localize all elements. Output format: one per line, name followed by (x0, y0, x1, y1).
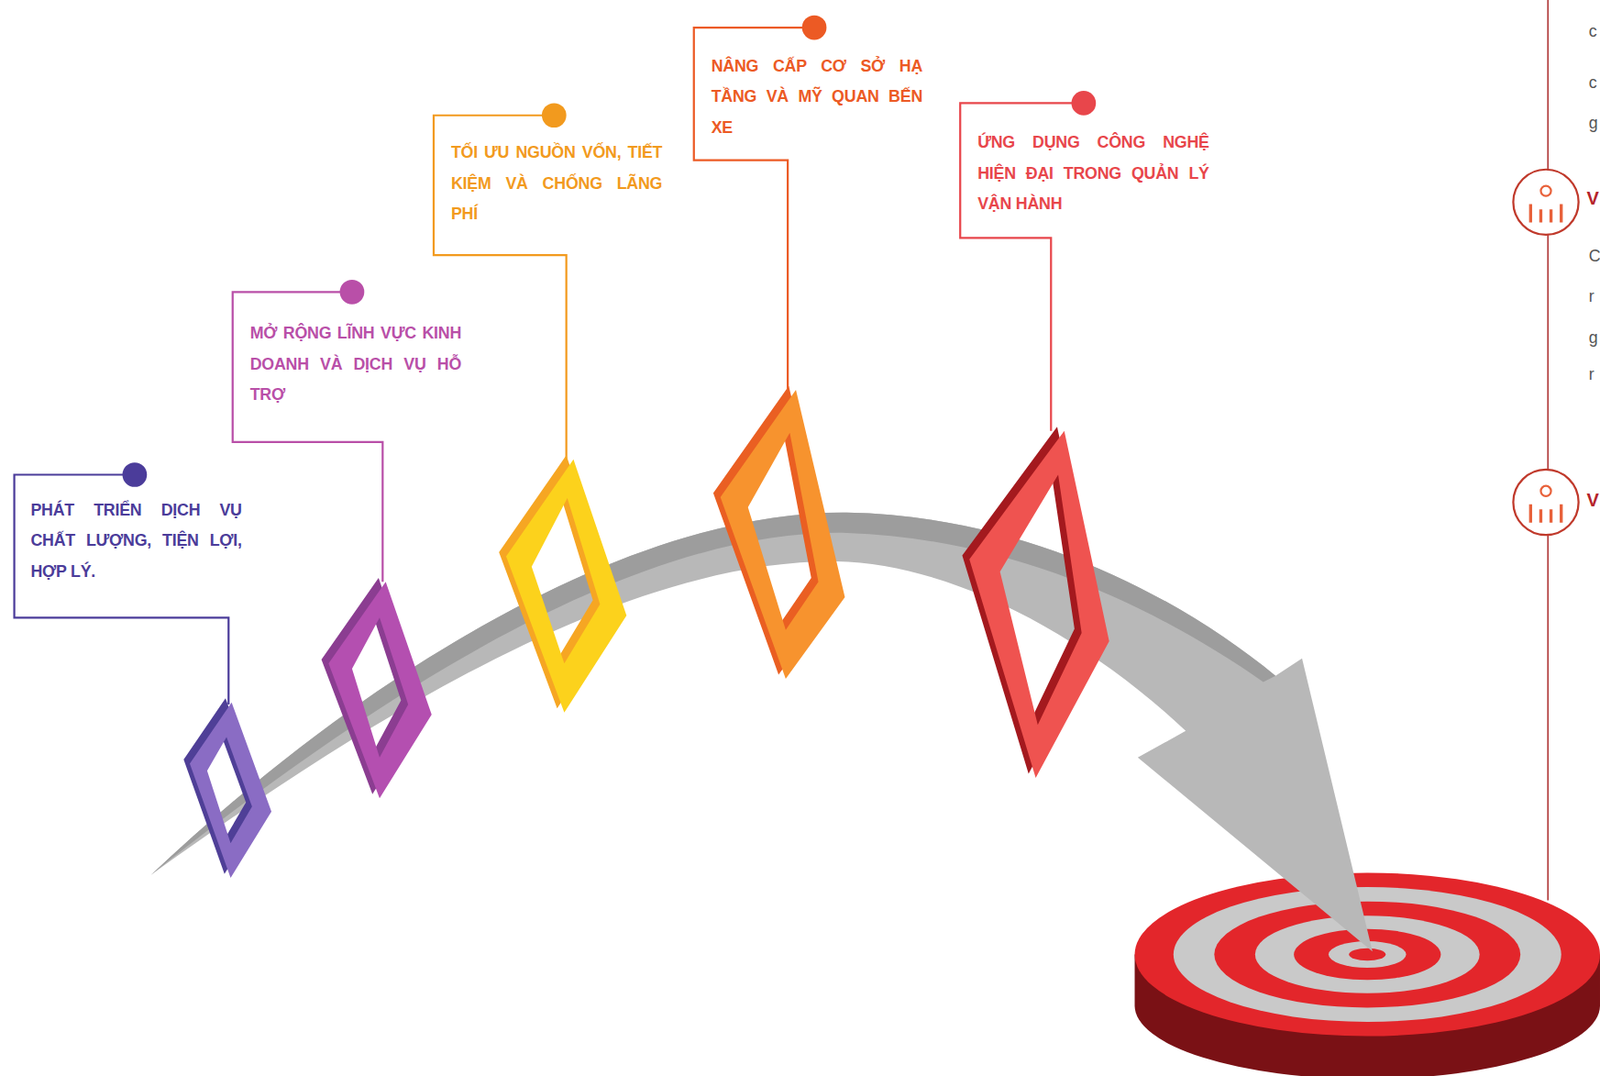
cropped-letter: r (1588, 287, 1595, 307)
callout-text: TỐI ƯU NGUỒN VỐN, TIẾT KIỆM VÀ CHỐNG LÃN… (451, 137, 663, 230)
leader-dots (122, 15, 1097, 487)
timeline-icon (1512, 469, 1578, 535)
cropped-letter: c (1588, 22, 1598, 41)
callout-box: PHÁT TRIỂN DỊCH VỤ CHẤT LƯỢNG, TIỆN LỢI,… (30, 495, 242, 587)
callout-box: ỨNG DỤNG CÔNG NGHỆ HIỆN ĐẠI TRONG QUẢN L… (977, 127, 1210, 220)
frames (183, 386, 1109, 878)
callout-text: PHÁT TRIỂN DỊCH VỤ CHẤT LƯỢNG, TIỆN LỢI,… (30, 495, 242, 587)
callout-text: NÂNG CẤP CƠ SỞ HẠ TẦNG VÀ MỸ QUAN BẾN XE (711, 51, 923, 144)
callout-text: ỨNG DỤNG CÔNG NGHỆ HIỆN ĐẠI TRONG QUẢN L… (977, 127, 1210, 220)
cropped-letter: g (1588, 328, 1599, 347)
cropped-letter: g (1588, 114, 1599, 133)
cropped-letter: r (1588, 364, 1595, 384)
callout-box: MỞ RỘNG LĨNH VỰC KINH DOANH VÀ DỊCH VỤ H… (250, 318, 462, 410)
cropped-letter: c (1588, 73, 1598, 92)
cropped-letter: V (1587, 188, 1600, 208)
callout-box: TỐI ƯU NGUỒN VỐN, TIẾT KIỆM VÀ CHỐNG LÃN… (451, 137, 663, 230)
timeline-icon (1512, 169, 1578, 235)
callout-text: MỞ RỘNG LĨNH VỰC KINH DOANH VÀ DỊCH VỤ H… (250, 318, 462, 410)
target (1135, 872, 1600, 1076)
timeline-line (1546, 0, 1549, 901)
cropped-letter: C (1588, 246, 1600, 265)
cropped-letter: V (1587, 490, 1600, 509)
callout-box: NÂNG CẤP CƠ SỞ HẠ TẦNG VÀ MỸ QUAN BẾN XE (711, 51, 923, 144)
